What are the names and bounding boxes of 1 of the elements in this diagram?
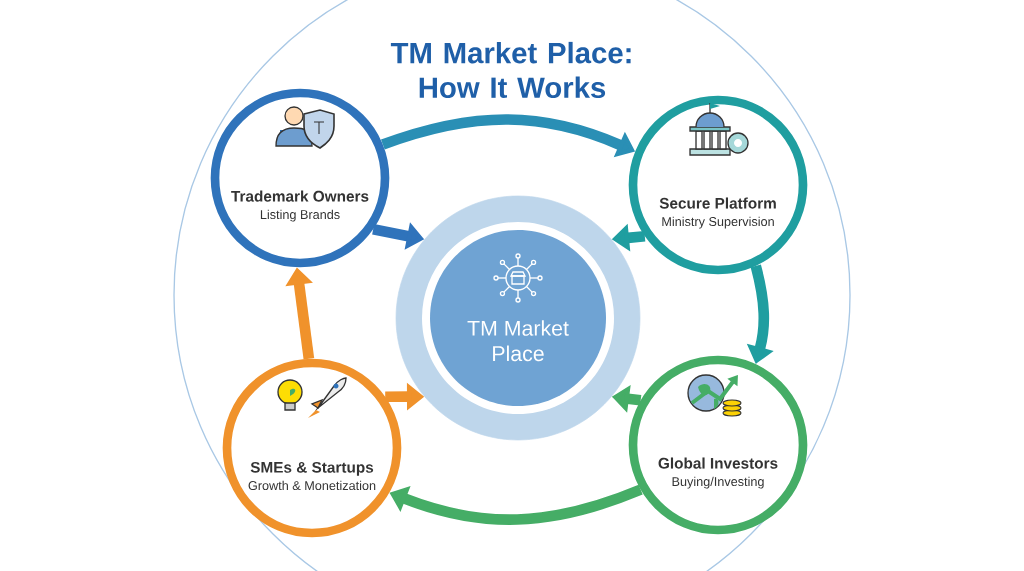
- title: TM Market Place: How It Works: [390, 41, 631, 99]
